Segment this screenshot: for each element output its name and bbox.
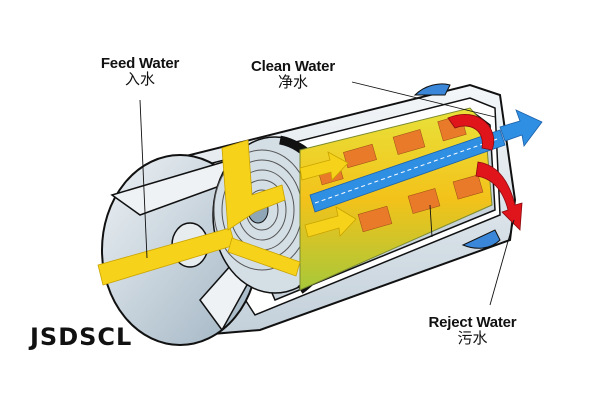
brand-watermark: JSDSCL bbox=[30, 323, 133, 351]
feed-water-label: Feed Water 入水 bbox=[80, 56, 200, 88]
brine-seal-bottom bbox=[461, 229, 501, 249]
reject-leader-line bbox=[489, 219, 515, 306]
reject-water-label-en: Reject Water bbox=[428, 314, 517, 331]
brine-seal-top bbox=[413, 83, 451, 96]
clean-water-flow bbox=[309, 109, 543, 213]
leader-lines bbox=[139, 81, 515, 306]
reject-arrow-upper bbox=[447, 114, 494, 151]
feed-arrow-upper bbox=[299, 151, 349, 181]
feed-leader-line bbox=[139, 99, 148, 259]
feed-water-label-cn: 入水 bbox=[124, 69, 155, 88]
feed-water-label-en: Feed Water bbox=[100, 55, 180, 72]
feed-arrow-lower bbox=[304, 206, 357, 238]
feed-water-flow bbox=[97, 139, 357, 286]
clean-leader-line bbox=[351, 81, 496, 118]
reject-water-label: Reject Water 污水 bbox=[410, 315, 535, 347]
feed-distributor bbox=[221, 139, 286, 231]
clean-water-label-en: Clean Water bbox=[251, 58, 335, 75]
membrane-leader-line bbox=[429, 204, 433, 238]
clean-water-outlet-arrow bbox=[499, 109, 543, 147]
reject-water-flow bbox=[447, 114, 523, 231]
reject-arrow-lower bbox=[475, 161, 523, 231]
clean-water-label: Clean Water 净水 bbox=[233, 59, 353, 91]
reject-water-label-cn: 污水 bbox=[457, 328, 488, 347]
clean-water-label-cn: 净水 bbox=[277, 72, 308, 91]
membrane-layers bbox=[318, 114, 484, 233]
